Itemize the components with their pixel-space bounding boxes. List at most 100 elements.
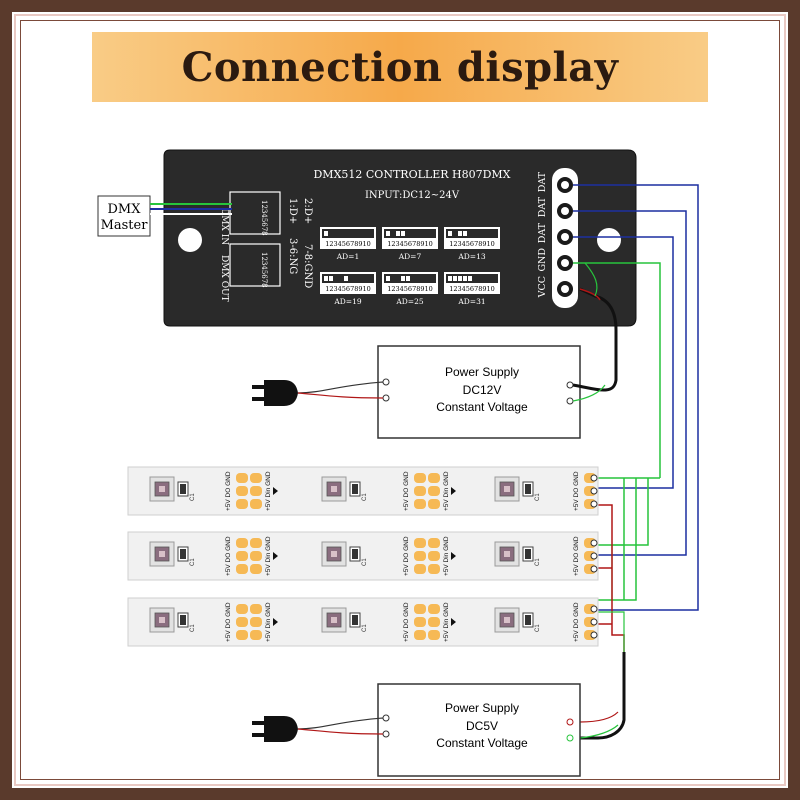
solder-pads: +5V DO GND <box>573 471 598 511</box>
power-supply-5v: Power Supply DC5V Constant Voltage <box>377 683 581 777</box>
capacitor-label: C1 <box>190 558 196 566</box>
pin-label-2-d: 2:D+ <box>302 198 313 224</box>
pin-label-1-d: 1:D+ <box>287 198 298 224</box>
led-chip-icon: C1 <box>149 607 196 633</box>
arrow-icon <box>451 618 456 626</box>
ps5-line3: Constant Voltage <box>436 736 528 750</box>
dip-address-label: AD=13 <box>457 252 485 261</box>
power-wires-5v <box>579 504 626 740</box>
controller-title: DMX512 CONTROLLER H807DMX <box>313 168 510 181</box>
frame-line <box>20 20 780 780</box>
plug-12v-icon <box>252 380 384 406</box>
dip-address-label: AD=7 <box>398 252 422 261</box>
led-chip-icon: C1 <box>321 476 368 502</box>
ps12-line1: Power Supply <box>445 365 519 379</box>
arrow-icon <box>451 487 456 495</box>
led-chip-icon: C1 <box>494 541 541 567</box>
solder-pads: +5V DO GND +5V Din GND <box>225 471 278 511</box>
pad-label-right: +5V Din GND <box>265 471 272 511</box>
led-chip-icon: C1 <box>321 607 368 633</box>
arrow-icon <box>273 618 278 626</box>
pad-label-right: +5V Din GND <box>265 536 272 576</box>
rj45-pins-out: 12345678 <box>260 252 268 288</box>
terminal-label-gnd: GND <box>537 248 548 272</box>
solder-pads: +5V DO GND +5V Din GND <box>225 536 278 576</box>
dip-address-label: AD=31 <box>457 297 485 306</box>
signal-wires <box>573 184 699 611</box>
mount-hole-right-icon <box>597 228 621 252</box>
mount-hole-left-icon <box>178 228 202 252</box>
dip-digits: 12345678910 <box>387 240 433 248</box>
capacitor-label: C1 <box>190 624 196 632</box>
pad-label-right: +5V Din GND <box>443 471 450 511</box>
terminal-label-vcc: VCC <box>537 276 548 298</box>
dip-address-label: AD=1 <box>336 252 360 261</box>
dip-digits: 12345678910 <box>449 285 495 293</box>
pad-label-left: +5V DO GND <box>403 602 410 642</box>
dip-digits: 12345678910 <box>325 285 371 293</box>
pad-label-left: +5V DO GND <box>573 536 580 576</box>
dip-switch-ad19[interactable]: 12345678910 AD=19 <box>320 272 376 306</box>
terminal-label-dat-3: DAT <box>537 222 548 243</box>
arrow-icon <box>451 552 456 560</box>
dip-digits: 12345678910 <box>387 285 433 293</box>
solder-pads: +5V DO GND <box>573 536 598 576</box>
arrow-icon <box>273 552 278 560</box>
dip-switch-ad25[interactable]: 12345678910 AD=25 <box>382 272 438 306</box>
led-chip-icon: C1 <box>494 607 541 633</box>
pad-label-right: +5V Din GND <box>443 602 450 642</box>
ps5-line1: Power Supply <box>445 701 519 715</box>
dmx-master: DMX Master <box>97 195 232 237</box>
led-chip-icon: C1 <box>321 541 368 567</box>
controller: DMX512 CONTROLLER H807DMX INPUT:DC12~24V… <box>163 149 637 327</box>
ps12-line2: DC12V <box>463 383 502 397</box>
solder-pads: +5V DO GND <box>573 602 598 642</box>
terminal-label-dat-2: DAT <box>537 196 548 217</box>
arrow-icon <box>273 487 278 495</box>
solder-pads: +5V DO GND +5V Din GND <box>403 602 456 642</box>
dip-switch-ad1[interactable]: 12345678910 AD=1 <box>320 227 376 261</box>
dip-digits: 12345678910 <box>325 240 371 248</box>
title-banner: Connection display <box>92 32 708 102</box>
capacitor-label: C1 <box>362 493 368 501</box>
led-chip-icon: C1 <box>149 541 196 567</box>
solder-pads: +5V DO GND+5V Din GND <box>225 602 278 642</box>
dip-address-label: AD=25 <box>395 297 423 306</box>
pad-label-left: +5V DO GND <box>403 536 410 576</box>
pad-label-left: +5V DO GND <box>573 602 580 642</box>
dip-switch-ad7[interactable]: 12345678910 AD=7 <box>382 227 438 261</box>
capacitor-label: C1 <box>190 493 196 501</box>
dip-switch-ad13[interactable]: 12345678910 AD=13 <box>444 227 500 261</box>
dmx-master-line1: DMX <box>108 202 142 217</box>
solder-pads: +5V DO GND +5V Din GND <box>403 471 456 511</box>
ps5-line2: DC5V <box>466 719 498 733</box>
plug-5v-icon <box>252 716 384 742</box>
dmx-out-label: DMX OUT <box>219 255 229 302</box>
capacitor-label: C1 <box>535 493 541 501</box>
pad-label-left: +5V DO GND <box>225 602 232 642</box>
capacitor-label: C1 <box>362 558 368 566</box>
dip-switch-ad31[interactable]: 12345678910 AD=31 <box>444 272 500 306</box>
led-chip-icon: C1 <box>149 476 196 502</box>
pin-label-3-6: 3-6:NG <box>287 238 298 274</box>
pad-label-left: +5V DO GND <box>225 536 232 576</box>
pin-label-7-8: 7-8:GND <box>302 244 313 288</box>
power-supply-12v: Power Supply DC12V Constant Voltage <box>377 345 581 439</box>
pad-label-right: +5V Din GND <box>443 536 450 576</box>
ps12-line3: Constant Voltage <box>436 400 528 414</box>
rj45-port-out[interactable] <box>229 243 281 287</box>
dmx-master-line2: Master <box>101 218 149 233</box>
capacitor-label: C1 <box>535 558 541 566</box>
pad-label-left: +5V DO GND <box>225 471 232 511</box>
terminal-label-dat-1: DAT <box>537 171 548 192</box>
controller-input-label: INPUT:DC12~24V <box>365 190 460 201</box>
capacitor-label: C1 <box>362 624 368 632</box>
rj45-port-in[interactable] <box>229 191 281 235</box>
inner-frame <box>14 14 786 786</box>
pad-label-left: +5V DO GND <box>403 471 410 511</box>
